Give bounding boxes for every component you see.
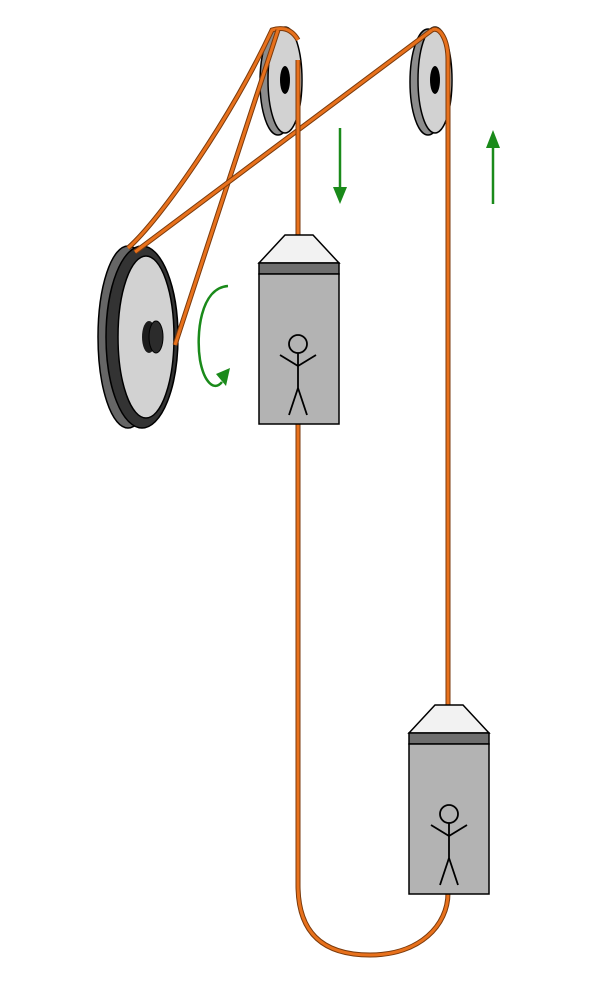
car-left	[257, 234, 341, 425]
car-right	[407, 704, 491, 895]
rotation-arrow-icon	[197, 284, 230, 388]
car-right-roof	[407, 704, 491, 734]
up-arrow-icon	[486, 130, 500, 204]
top-right-pulley	[409, 26, 453, 136]
cable	[126, 26, 451, 958]
top-left-pulley-hub	[280, 66, 290, 94]
car-left-roof	[257, 234, 341, 264]
top-right-pulley-hub	[430, 66, 440, 94]
down-arrow-icon	[333, 128, 347, 204]
drive-wheel-hub	[148, 320, 164, 354]
car-right-band	[408, 732, 490, 745]
car-right-occupant	[430, 804, 468, 886]
drive-wheel	[97, 245, 179, 429]
car-left-band	[258, 262, 340, 275]
car-left-occupant	[279, 334, 317, 416]
